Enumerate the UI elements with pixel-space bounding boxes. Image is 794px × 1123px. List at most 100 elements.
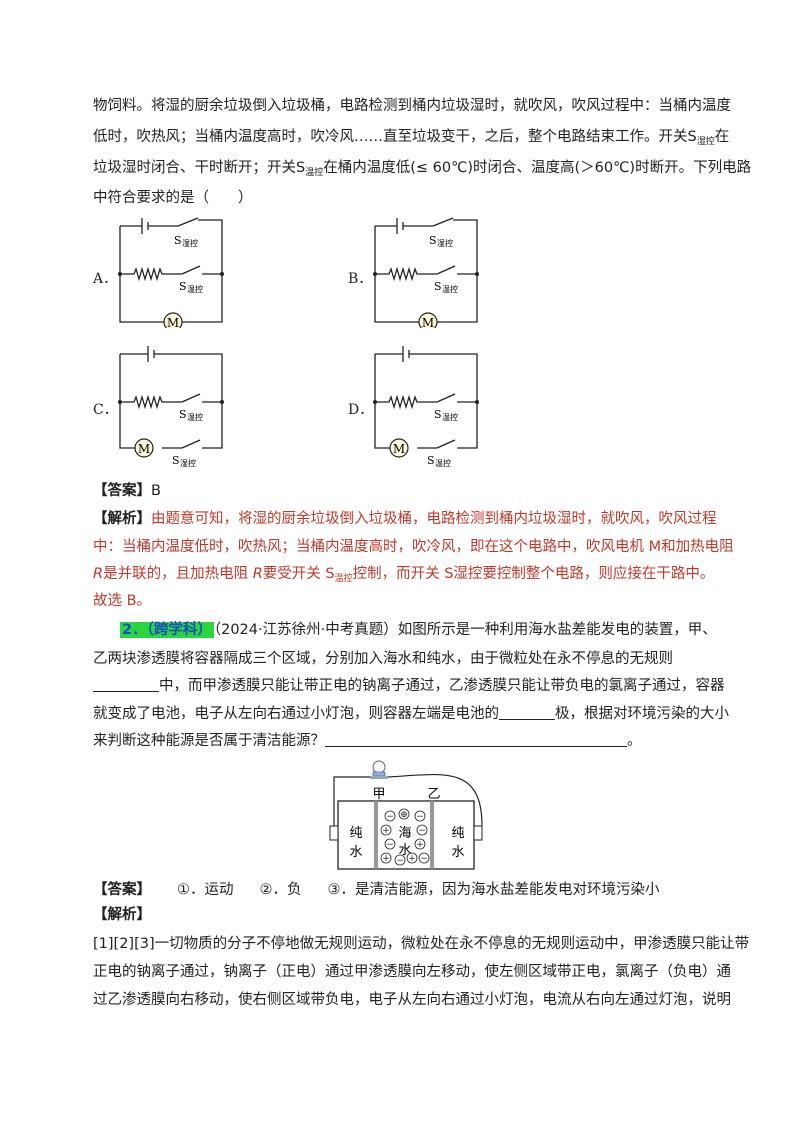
option-b-label: B．: [348, 271, 373, 287]
switch-subscript: 湿控: [437, 238, 453, 248]
q1-analysis-1: 【解析】由题意可知，将湿的厨余垃圾倒入垃圾桶，电路检测到桶内垃圾湿时，就吹风，吹…: [93, 509, 717, 529]
q1-line-2-text: 低时，吹热风；当桶内温度高时，吹冷风……直至垃圾变干，之后，整个电路结束工作。开…: [93, 129, 697, 145]
membrane-jia-label: 甲: [372, 787, 385, 802]
q2-text: 。: [627, 733, 642, 749]
q1-analysis-2: 中：当桶内温度低时，吹热风；当桶内温度高时，吹冷风，即在这个电路中，吹风电机 M…: [93, 539, 734, 555]
switch-label: S: [174, 234, 182, 247]
q1-line-3a: 垃圾湿时闭合、干时断开；开关S: [93, 160, 306, 176]
svg-text:⊕: ⊕: [400, 810, 408, 820]
q2-line-3: 中，而甲渗透膜只能让带正电的钠离子通过，乙渗透膜只能让带负电的氯离子通过，容器: [93, 676, 725, 696]
ion-icon: −: [394, 854, 406, 866]
option-c-label: C．: [93, 402, 118, 418]
pure-water-label: 纯: [349, 826, 362, 841]
q2-analysis-2: 正电的钠离子通过，钠离子（正电）通过甲渗透膜向左移动，使左侧区域带正电，氯离子（…: [93, 964, 731, 980]
q1-line-2: 低时，吹热风；当桶内温度高时，吹冷风……直至垃圾变干，之后，整个电路结束工作。开…: [93, 127, 729, 152]
answer-value: B: [151, 483, 161, 499]
q1-analysis-4: 故选 B。: [93, 593, 152, 609]
q2-text: 来判断这种能源是否属于清洁能源？: [93, 733, 325, 749]
answer-item-1: ①．运动: [177, 882, 234, 898]
ion-icon: −: [384, 838, 396, 850]
pure-water-label: 水: [451, 845, 464, 860]
switch-subscript: 温控: [334, 574, 353, 584]
circuit-diagram-d: M S 温控 S 温控: [373, 346, 479, 468]
switch-label: S: [172, 454, 180, 467]
q1-line-4: 中符合要求的是（ ）: [93, 190, 253, 206]
q2-analysis-3: 过乙渗透膜向右移动，使右侧区域带负电，电子从左向右通过小灯泡，电流从右向左通过灯…: [93, 992, 731, 1008]
switch-subscript: 温控: [442, 284, 458, 294]
motor-label: M: [422, 316, 434, 328]
pure-water-label: 纯: [451, 826, 464, 841]
circuit-diagram-b: M S 湿控 S 温控: [373, 217, 479, 328]
q2-text: 极，根据对环境污染的大小: [555, 706, 729, 722]
answer-label: 【答案】: [93, 483, 151, 499]
svg-text:+: +: [416, 840, 424, 850]
analysis-text: 控制，而开关 S湿控要控制整个电路，则应接在干路中。: [352, 566, 715, 582]
q2-text: （2024·江苏徐州·中考真题）如图所示是一种利用海水盐差能发电的装置，甲、: [213, 622, 717, 638]
q1-line-1: 物饲料。将湿的厨余垃圾倒入垃圾桶，电路检测到桶内垃圾湿时，就吹风，吹风过程中：当…: [93, 98, 731, 114]
svg-text:−: −: [386, 812, 394, 822]
switch-label: S: [179, 280, 187, 293]
switch-label: S: [179, 408, 187, 421]
q2-line-2: 乙两块渗透膜将容器隔成三个区域，分别加入海水和纯水，由于微粒处在永不停息的无规则: [93, 651, 673, 667]
analysis-text: 是并联的，且加热电阻: [103, 566, 253, 582]
answer-item-3: ③．是清洁能源，因为海水盐差能发电对环境污染小: [327, 882, 660, 898]
circuit-diagram-a: M S 湿控 S 温控: [118, 217, 224, 328]
pure-water-label: 水: [349, 845, 362, 860]
q1-line-2-end: 在: [714, 129, 730, 145]
switch-label: S: [434, 408, 442, 421]
svg-text:−: −: [396, 856, 404, 866]
motor-label: M: [138, 442, 150, 456]
q2-text: 中，而甲渗透膜只能让带正电的钠离子通过，乙渗透膜只能让带负电的氯离子通过，容器: [159, 678, 725, 694]
q2-line-4: 就变成了电池，电子从左向右通过小灯泡，则容器左端是电池的 极，根据对环境污染的大小: [93, 704, 729, 724]
motor-label: M: [167, 316, 179, 328]
q2-analysis-label: 【解析】: [93, 907, 151, 923]
q2-line-5: 来判断这种能源是否属于清洁能源？ 。: [93, 731, 642, 751]
q2-text: 就变成了电池，电子从左向右通过小灯泡，则容器左端是电池的: [93, 706, 499, 722]
switch-label: S: [434, 280, 442, 293]
switch-subscript: 温控: [305, 168, 324, 178]
salinity-battery-figure: 甲 乙 纯 水 纯 水 海 水 − ⊕ − + − − + + − + −: [329, 760, 483, 870]
q2-analysis-1: [1][2][3]一切物质的分子不停地做无规则运动，微粒处在永不停息的无规则运动…: [93, 936, 750, 952]
answer-item-2: ②．负: [259, 882, 302, 898]
q1-analysis-3: R是并联的，且加热电阻 R要受开关 S温控控制，而开关 S湿控要控制整个电路，则…: [93, 564, 714, 589]
option-d-label: D．: [348, 402, 374, 418]
ion-icon: −: [418, 852, 430, 864]
analysis-label: 【解析】: [93, 511, 151, 527]
q1-line-3b: 在桶内温度低(≤ 60℃)时闭合、温度高(＞60℃)时断开。下列电路: [323, 160, 752, 176]
switch-subscript: 温控: [442, 412, 458, 422]
switch-label: S: [429, 234, 437, 247]
switch-subscript: 湿控: [182, 238, 198, 248]
question-number-badge: 2．（跨学科）: [120, 622, 214, 638]
switch-subscript: 温控: [435, 458, 451, 468]
svg-text:−: −: [386, 840, 394, 850]
motor-label: M: [393, 442, 405, 456]
ion-icon: ⊕: [398, 808, 410, 820]
resistor-symbol: R: [252, 566, 263, 582]
switch-subscript: 温控: [187, 412, 203, 422]
svg-text:−: −: [420, 854, 428, 864]
switch-subscript: 温控: [187, 284, 203, 294]
circuit-diagram-c: M S 温控 S 湿控: [118, 346, 224, 468]
ion-icon: −: [416, 824, 428, 836]
analysis-text: 由题意可知，将湿的厨余垃圾倒入垃圾桶，电路检测到桶内垃圾湿时，就吹风，吹风过程: [151, 511, 717, 527]
answer-blank-2[interactable]: [499, 705, 555, 720]
switch-subscript: 湿控: [696, 137, 715, 147]
ion-icon: +: [380, 852, 392, 864]
q1-line-3: 垃圾湿时闭合、干时断开；开关S温控在桶内温度低(≤ 60℃)时闭合、温度高(＞6…: [93, 158, 751, 183]
svg-text:−: −: [416, 812, 424, 822]
option-a-label: A．: [93, 271, 118, 287]
answer-blank-1[interactable]: [93, 677, 159, 692]
seawater-label: 海: [398, 826, 411, 841]
svg-text:−: −: [418, 826, 426, 836]
analysis-text: 要受开关 S: [262, 566, 335, 582]
switch-label: S: [427, 454, 435, 467]
q1-answer: 【答案】B: [93, 481, 161, 501]
ion-icon: −: [384, 810, 396, 822]
ion-icon: −: [414, 810, 426, 822]
svg-text:+: +: [382, 826, 390, 836]
ion-icon: +: [380, 824, 392, 836]
answer-blank-3[interactable]: [325, 732, 627, 747]
svg-text:+: +: [382, 854, 390, 864]
membrane-yi-label: 乙: [427, 787, 440, 802]
